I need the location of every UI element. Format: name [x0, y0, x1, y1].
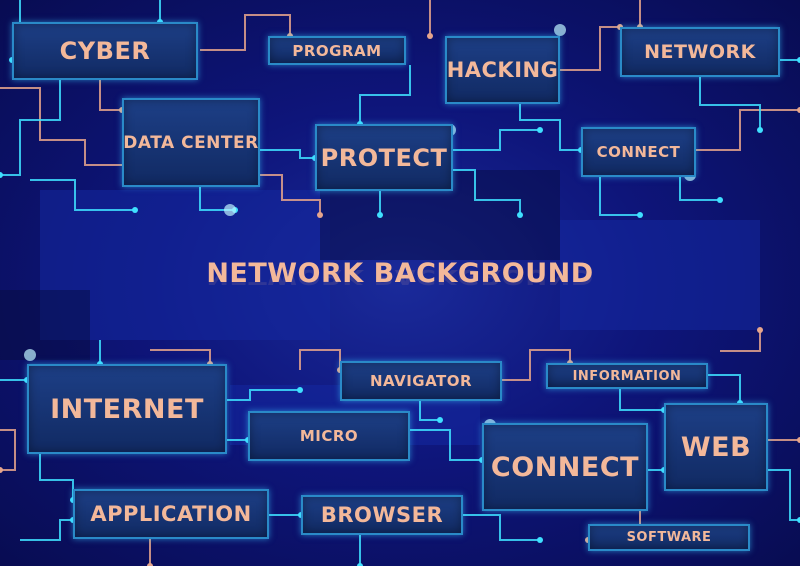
circuit-trace	[679, 177, 720, 201]
label-text: NETWORK	[644, 41, 756, 63]
background-patch	[40, 190, 330, 340]
circuit-trace	[260, 174, 321, 215]
circuit-node	[317, 212, 323, 218]
circuit-trace	[359, 65, 411, 124]
label-box-software: SOFTWARE	[588, 524, 750, 551]
label-text: INFORMATION	[572, 368, 682, 384]
circuit-node	[757, 327, 763, 333]
label-text: CONNECT	[490, 451, 640, 483]
label-box-information: INFORMATION	[546, 363, 708, 389]
label-text: HACKING	[446, 58, 559, 82]
label-box-protect: PROTECT	[315, 124, 453, 191]
circuit-node	[637, 212, 643, 218]
circuit-trace	[720, 330, 761, 352]
circuit-trace	[560, 26, 620, 71]
label-box-browser: BROWSER	[301, 495, 463, 535]
page-title: NETWORK BACKGROUND	[206, 258, 594, 289]
label-text: WEB	[680, 431, 752, 463]
circuit-trace	[150, 349, 211, 364]
circuit-trace	[260, 149, 315, 159]
circuit-node	[0, 172, 3, 178]
background-patch	[0, 290, 90, 360]
label-box-cyber: CYBER	[12, 22, 198, 80]
circuit-trace	[502, 349, 571, 381]
circuit-trace	[227, 389, 300, 401]
glow-dot	[224, 204, 236, 216]
circuit-trace	[768, 469, 800, 521]
circuit-trace	[619, 389, 664, 411]
label-text: PROTECT	[320, 143, 448, 172]
glow-dot	[554, 24, 566, 36]
circuit-trace	[199, 187, 235, 211]
glow-dot	[24, 349, 36, 361]
circuit-node	[797, 57, 800, 63]
circuit-node	[147, 563, 153, 566]
circuit-node	[537, 537, 543, 543]
title-reflection: NETWORK BACKGROUND	[206, 264, 594, 288]
circuit-trace	[0, 429, 16, 471]
circuit-trace	[99, 80, 122, 111]
label-text: PROGRAM	[292, 41, 382, 60]
label-box-web: WEB	[664, 403, 768, 491]
label-box-internet: INTERNET	[27, 364, 227, 454]
circuit-trace	[30, 179, 135, 211]
background-patch	[560, 220, 760, 330]
circuit-node	[517, 212, 523, 218]
circuit-trace	[39, 454, 74, 500]
circuit-trace	[0, 87, 125, 166]
label-box-program: PROGRAM	[268, 36, 406, 65]
circuit-trace	[699, 77, 761, 130]
label-text: MICRO	[299, 427, 359, 445]
label-text: INTERNET	[50, 393, 204, 425]
circuit-trace	[299, 349, 341, 370]
circuit-node	[797, 107, 800, 113]
circuit-node	[297, 387, 303, 393]
label-box-hacking: HACKING	[445, 36, 560, 104]
circuit-node	[537, 127, 543, 133]
circuit-trace	[519, 104, 581, 151]
circuit-node	[717, 197, 723, 203]
circuit-node	[437, 417, 443, 423]
label-text: APPLICATION	[90, 502, 252, 526]
circuit-trace	[463, 514, 540, 541]
circuit-node	[797, 517, 800, 523]
label-text: SOFTWARE	[626, 530, 712, 545]
label-text: CYBER	[59, 37, 151, 65]
label-box-connect-large: CONNECT	[482, 423, 648, 511]
circuit-node	[0, 467, 3, 473]
circuit-node	[427, 33, 433, 39]
label-box-navigator: NAVIGATOR	[340, 361, 502, 401]
circuit-node	[797, 437, 800, 443]
circuit-node	[757, 127, 763, 133]
label-text: DATA CENTER	[123, 132, 259, 153]
circuit-trace	[599, 177, 640, 216]
label-box-micro: MICRO	[248, 411, 410, 461]
circuit-trace	[453, 129, 540, 151]
label-box-network: NETWORK	[620, 27, 780, 77]
circuit-trace	[0, 80, 61, 176]
circuit-trace	[410, 429, 482, 461]
label-box-data-center: DATA CENTER	[122, 98, 260, 187]
circuit-node	[377, 212, 383, 218]
circuit-trace	[708, 374, 741, 403]
circuit-trace	[696, 109, 800, 151]
label-box-application: APPLICATION	[73, 489, 269, 539]
label-text: BROWSER	[320, 503, 444, 527]
label-text: NAVIGATOR	[369, 372, 473, 390]
circuit-trace	[200, 14, 291, 51]
circuit-trace	[20, 519, 73, 541]
circuit-node	[132, 207, 138, 213]
label-text: CONNECT	[596, 143, 681, 161]
circuit-trace	[453, 169, 521, 215]
circuit-trace	[419, 401, 440, 421]
label-box-connect-small: CONNECT	[581, 127, 696, 177]
circuit-node	[357, 563, 363, 566]
